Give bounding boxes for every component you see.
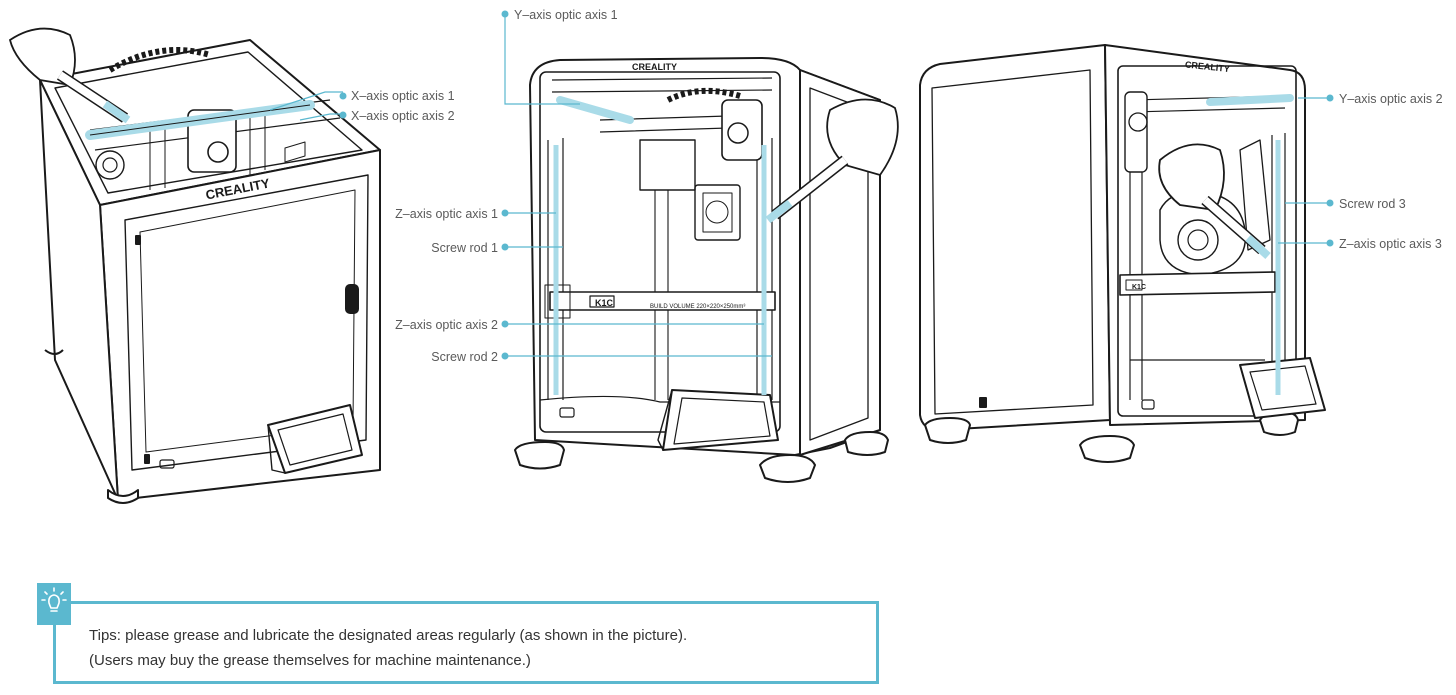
label-y-optic-axis-1: Y–axis optic axis 1 — [514, 8, 618, 22]
right-rods — [1206, 94, 1294, 395]
x-axis-rods — [85, 100, 315, 140]
callout-leaders — [269, 14, 1330, 357]
grease-brush-icon — [8, 27, 131, 124]
label-x-optic-axis-1: X–axis optic axis 1 — [351, 89, 455, 103]
label-y-optic-axis-2: Y–axis optic axis 2 — [1339, 92, 1443, 106]
tips-box — [53, 601, 879, 684]
brand-logo-right: CREALITY — [1185, 59, 1231, 74]
build-volume-label: BUILD VOLUME 220×220×250mm³ — [650, 304, 746, 310]
model-badge-right: K1C — [1132, 284, 1147, 291]
label-z-optic-axis-3: Z–axis optic axis 3 — [1339, 237, 1442, 251]
brand-logo-middle: CREALITY — [632, 62, 677, 72]
tip-badge — [37, 583, 71, 625]
model-badge: K1C — [595, 298, 614, 308]
tip-text-line-1: Tips: please grease and lubricate the de… — [89, 627, 688, 644]
label-z-optic-axis-2: Z–axis optic axis 2 — [395, 318, 498, 332]
label-x-optic-axis-2: X–axis optic axis 2 — [351, 109, 455, 123]
label-screw-rod-1: Screw rod 1 — [431, 241, 498, 255]
printer-right — [919, 44, 1326, 463]
callout-dots — [339, 10, 1334, 360]
middle-rods — [553, 96, 767, 395]
label-z-optic-axis-1: Z–axis optic axis 1 — [395, 207, 498, 221]
grease-brush-icon — [1158, 143, 1271, 259]
printer-left — [39, 39, 381, 504]
grease-brush-icon — [765, 98, 899, 224]
tip-text-line-2: (Users may buy the grease themselves for… — [89, 652, 531, 669]
lightbulb-icon — [41, 587, 67, 612]
label-screw-rod-2: Screw rod 2 — [431, 350, 498, 364]
label-screw-rod-3: Screw rod 3 — [1339, 197, 1406, 211]
